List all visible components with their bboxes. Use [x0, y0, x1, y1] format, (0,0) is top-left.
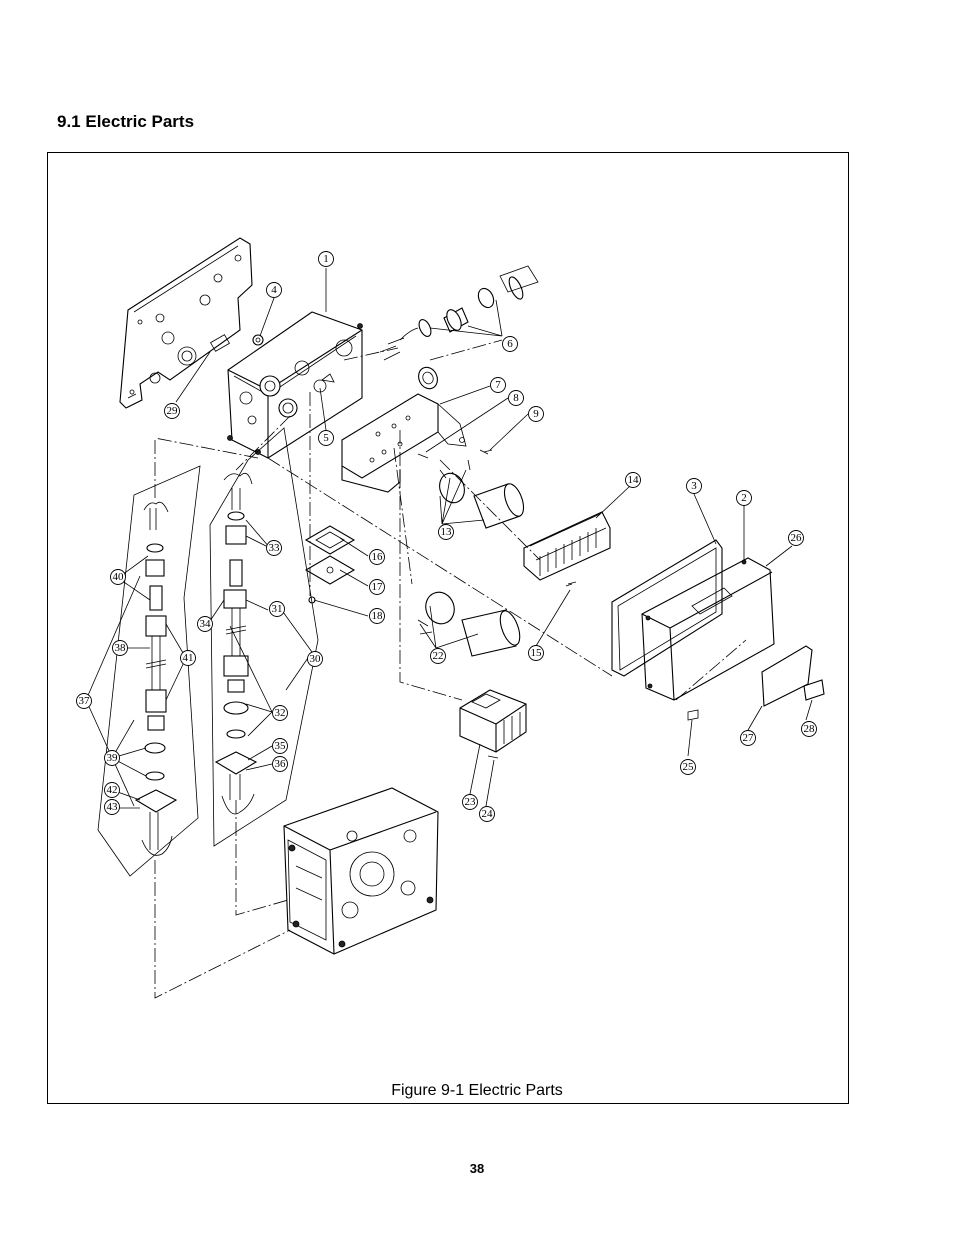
svg-text:39: 39 [107, 752, 119, 764]
svg-text:4: 4 [271, 284, 277, 296]
svg-text:17: 17 [372, 581, 384, 593]
callout-36: 36 [272, 756, 288, 772]
svg-text:1: 1 [323, 253, 329, 265]
svg-text:30: 30 [310, 653, 322, 665]
svg-text:24: 24 [482, 808, 494, 820]
figure-frame [47, 152, 849, 1104]
screws [483, 449, 699, 721]
callout-33: 33 [266, 540, 282, 556]
svg-text:42: 42 [107, 784, 118, 796]
svg-text:38: 38 [115, 642, 127, 654]
svg-text:27: 27 [743, 732, 755, 744]
page-number: 38 [469, 1161, 485, 1176]
callout-5: 5 [318, 430, 334, 446]
callout-42: 42 [104, 782, 120, 798]
svg-text:25: 25 [683, 761, 695, 773]
transformer [459, 689, 527, 759]
svg-text:41: 41 [183, 652, 194, 664]
svg-text:15: 15 [531, 647, 543, 659]
base-housing [283, 787, 439, 955]
assembly-lines [154, 339, 747, 999]
svg-text:13: 13 [441, 526, 453, 538]
callout-38: 38 [112, 640, 128, 656]
cable-gland-left [134, 501, 178, 856]
callout-24: 24 [479, 806, 495, 822]
svg-text:33: 33 [269, 542, 281, 554]
main-housing [227, 311, 363, 459]
svg-text:36: 36 [275, 758, 287, 770]
callout-35: 35 [272, 738, 288, 754]
callout-16: 16 [369, 549, 385, 565]
callout-18: 18 [369, 608, 385, 624]
component-bracket [341, 393, 489, 493]
callout-1: 1 [318, 251, 334, 267]
callout-9: 9 [528, 406, 544, 422]
callout-3: 3 [686, 478, 702, 494]
svg-text:26: 26 [791, 532, 803, 544]
svg-text:8: 8 [513, 392, 519, 404]
svg-text:6: 6 [507, 338, 513, 350]
svg-text:28: 28 [804, 723, 816, 735]
svg-text:16: 16 [372, 551, 384, 563]
callout-23: 23 [462, 794, 478, 810]
terminal-block [523, 511, 611, 587]
callout-40: 40 [110, 569, 126, 585]
svg-text:23: 23 [465, 796, 477, 808]
svg-text:18: 18 [372, 610, 384, 622]
svg-text:9: 9 [533, 408, 539, 420]
mounting-plate [119, 237, 253, 409]
callout-37: 37 [76, 693, 92, 709]
callout-22: 22 [430, 648, 446, 664]
callout-15: 15 [528, 645, 544, 661]
svg-text:2: 2 [741, 492, 747, 504]
callout-39: 39 [104, 750, 120, 766]
svg-text:7: 7 [495, 379, 501, 391]
callout-2: 2 [736, 490, 752, 506]
callout-27: 27 [740, 730, 756, 746]
svg-text:37: 37 [79, 695, 91, 707]
callout-34: 34 [197, 616, 213, 632]
callout-17: 17 [369, 579, 385, 595]
svg-text:31: 31 [272, 603, 283, 615]
callout-25: 25 [680, 759, 696, 775]
callout-30: 30 [307, 651, 323, 667]
cable-gland-right [214, 472, 258, 815]
capacitor-13 [439, 459, 525, 529]
gaskets [304, 525, 356, 604]
callout-26: 26 [788, 530, 804, 546]
nameplate [761, 645, 825, 707]
callout-8: 8 [508, 390, 524, 406]
svg-text:32: 32 [275, 707, 286, 719]
callout-13: 13 [438, 524, 454, 540]
group-outlines [97, 427, 319, 877]
svg-text:29: 29 [167, 405, 179, 417]
svg-text:34: 34 [200, 618, 212, 630]
callout-41: 41 [180, 650, 196, 666]
svg-text:14: 14 [628, 474, 640, 486]
section-title: 9.1 Electric Parts [57, 112, 195, 131]
callout-28: 28 [801, 721, 817, 737]
svg-text:5: 5 [323, 432, 329, 444]
callout-31: 31 [269, 601, 285, 617]
callout-14: 14 [625, 472, 641, 488]
svg-text:3: 3 [691, 480, 697, 492]
callout-43: 43 [104, 799, 120, 815]
svg-text:22: 22 [433, 650, 444, 662]
capacitor-22 [417, 591, 521, 657]
svg-text:43: 43 [107, 801, 119, 813]
svg-text:40: 40 [113, 571, 125, 583]
callout-7: 7 [490, 377, 506, 393]
callout-29: 29 [164, 403, 180, 419]
callout-32: 32 [272, 705, 288, 721]
figure-caption: Figure 9-1 Electric Parts [391, 1082, 563, 1099]
svg-text:35: 35 [275, 740, 287, 752]
callout-6: 6 [502, 336, 518, 352]
cover-assembly [611, 539, 775, 701]
callout-4: 4 [266, 282, 282, 298]
connector-assembly [379, 265, 539, 390]
